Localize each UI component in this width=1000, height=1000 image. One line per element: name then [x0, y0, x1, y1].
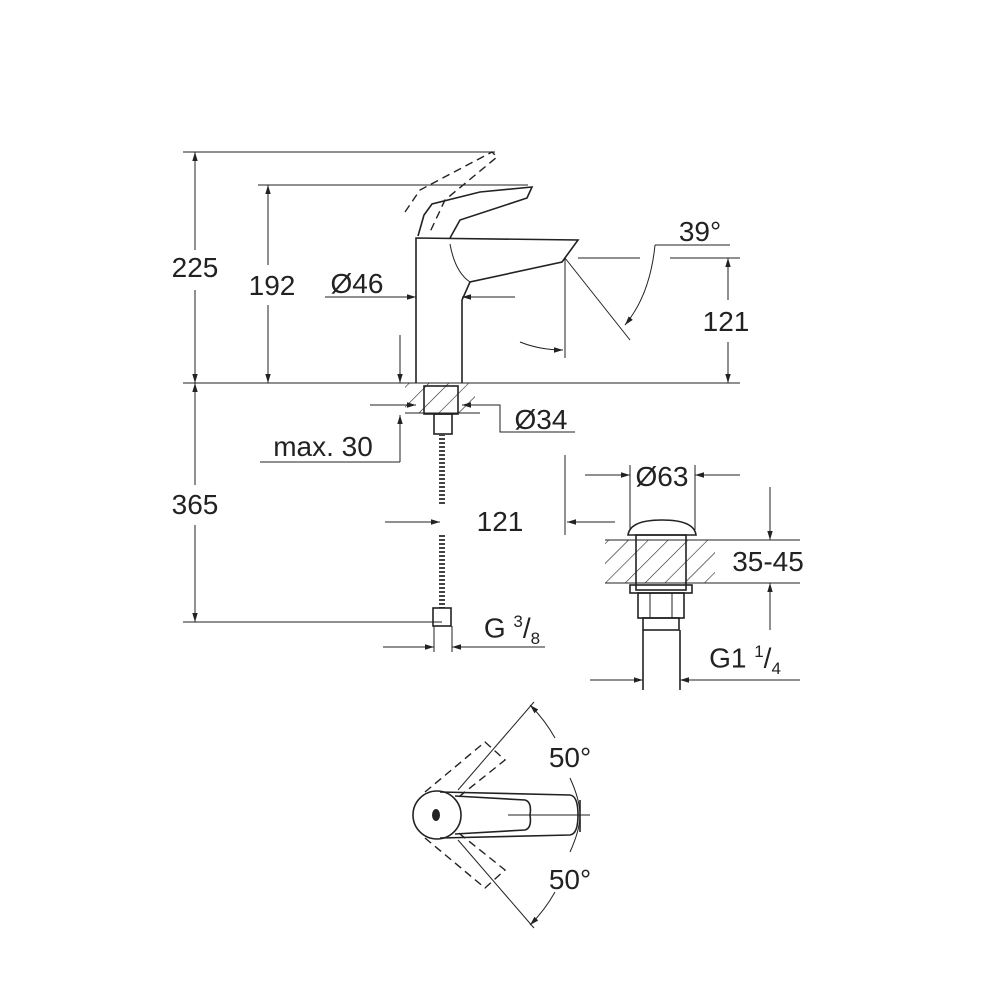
- lever-rotation-left-label: 50°: [548, 742, 592, 773]
- fraction-denominator: 4: [771, 658, 781, 678]
- shank-diameter-label: Ø34: [514, 404, 568, 435]
- fraction-denominator: 8: [530, 628, 541, 648]
- mounting-shank: [405, 383, 480, 435]
- thread-prefix: G: [483, 612, 506, 644]
- spout-height-label: 121: [702, 306, 750, 337]
- drain-thickness-label: 35-45: [732, 546, 804, 577]
- lever-height-label: 192: [248, 270, 296, 301]
- pop-up-waste: [605, 519, 715, 690]
- spout-angle-label: 39°: [678, 216, 722, 247]
- drain-diameter-label: Ø63: [635, 461, 689, 492]
- hose-length-label: 365: [171, 489, 219, 520]
- total-height-label: 225: [171, 252, 219, 283]
- hose-connection-label: G 3/8: [483, 612, 541, 648]
- lever-rotation-right-label: 50°: [548, 864, 592, 895]
- faucet-side-view: [404, 151, 580, 383]
- drain-thread-label: G1 1/4: [709, 642, 781, 678]
- supply-hose: [432, 434, 453, 652]
- fraction-numerator: 3: [513, 612, 523, 632]
- fraction-numerator: 1: [754, 642, 764, 662]
- spout-reach-label: 121: [476, 506, 524, 537]
- faucet-top-view: [412, 701, 590, 929]
- max-thickness-label: max. 30: [273, 431, 373, 462]
- body-diameter-label: Ø46: [330, 268, 384, 299]
- thread-prefix: G1: [709, 642, 747, 674]
